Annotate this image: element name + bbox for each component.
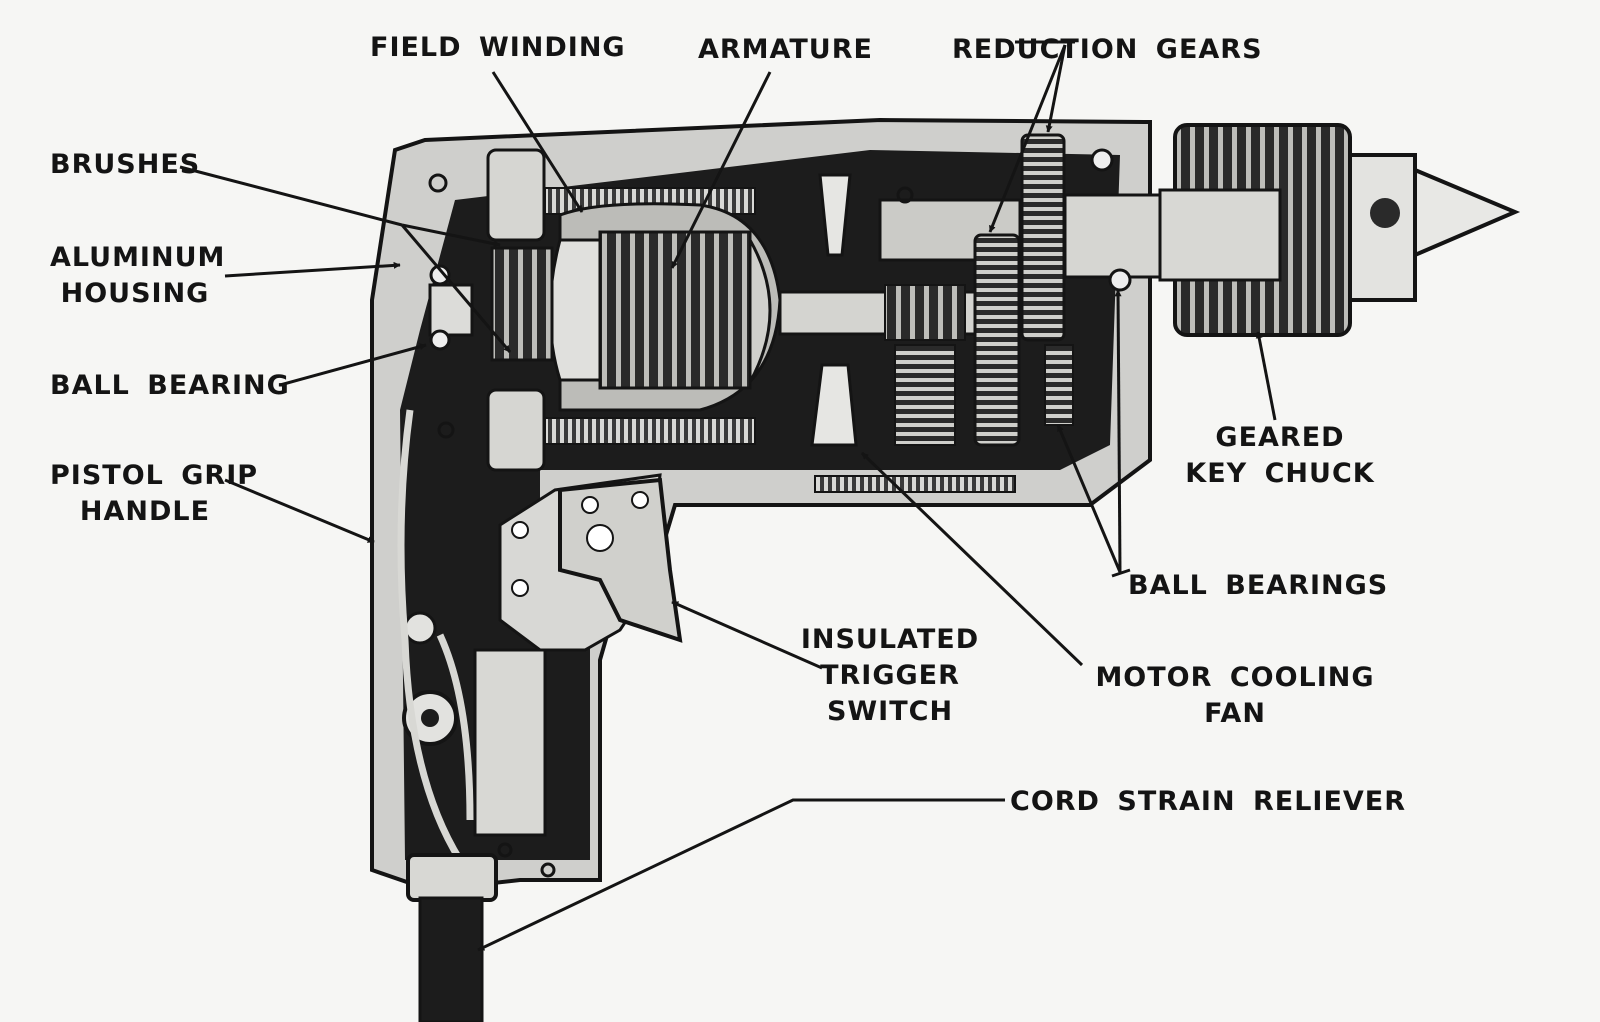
tie-rod [814,475,1016,493]
rear-ball-bearing [428,264,474,351]
insulated-trigger-switch [511,477,683,643]
gear-box [878,133,1074,447]
label-cord-strain-reliever: CORD STRAIN RELIEVER [1010,786,1407,817]
leader-reduction-gears-b [1045,44,1067,133]
switch-wiring [397,409,547,862]
label-reduction-gears: REDUCTION GEARS [952,34,1263,65]
leader-lines [179,40,1277,952]
leader-ball-bearing [279,343,427,387]
leader-motor-cooling-fan [860,451,1084,667]
cord-strain-reliever [406,853,498,1022]
label-brushes: BRUSHES [50,149,201,180]
leader-armature [670,71,772,269]
leader-field-winding [491,71,584,213]
leader-brushes-a [401,223,501,248]
leader-aluminum-housing [224,261,401,278]
label-field-winding: FIELD WINDING [370,32,626,63]
leader-cord-strain-reliever [477,798,1005,952]
brushes [486,148,554,472]
leader-ball-bearings [1111,568,1131,578]
geared-key-chuck [1158,123,1521,337]
leader-pistol-grip [224,478,375,544]
motor-cooling-fan [810,173,858,447]
leader-reduction-gears-a [988,44,1067,233]
armature [548,230,772,390]
label-ball-bearing: BALL BEARING [50,370,290,401]
leader-geared-key-chuck [1255,331,1277,421]
leader-ball-bearings-a [1056,424,1122,573]
label-armature: ARMATURE [698,34,873,65]
leader-brushes [179,165,403,227]
leader-brushes-b [400,224,512,353]
label-ball-bearings: BALL BEARINGS [1128,570,1389,601]
leader-trigger-switch [671,600,823,670]
leader-ball-bearings-b [1114,289,1122,573]
housing-screws [428,173,914,878]
